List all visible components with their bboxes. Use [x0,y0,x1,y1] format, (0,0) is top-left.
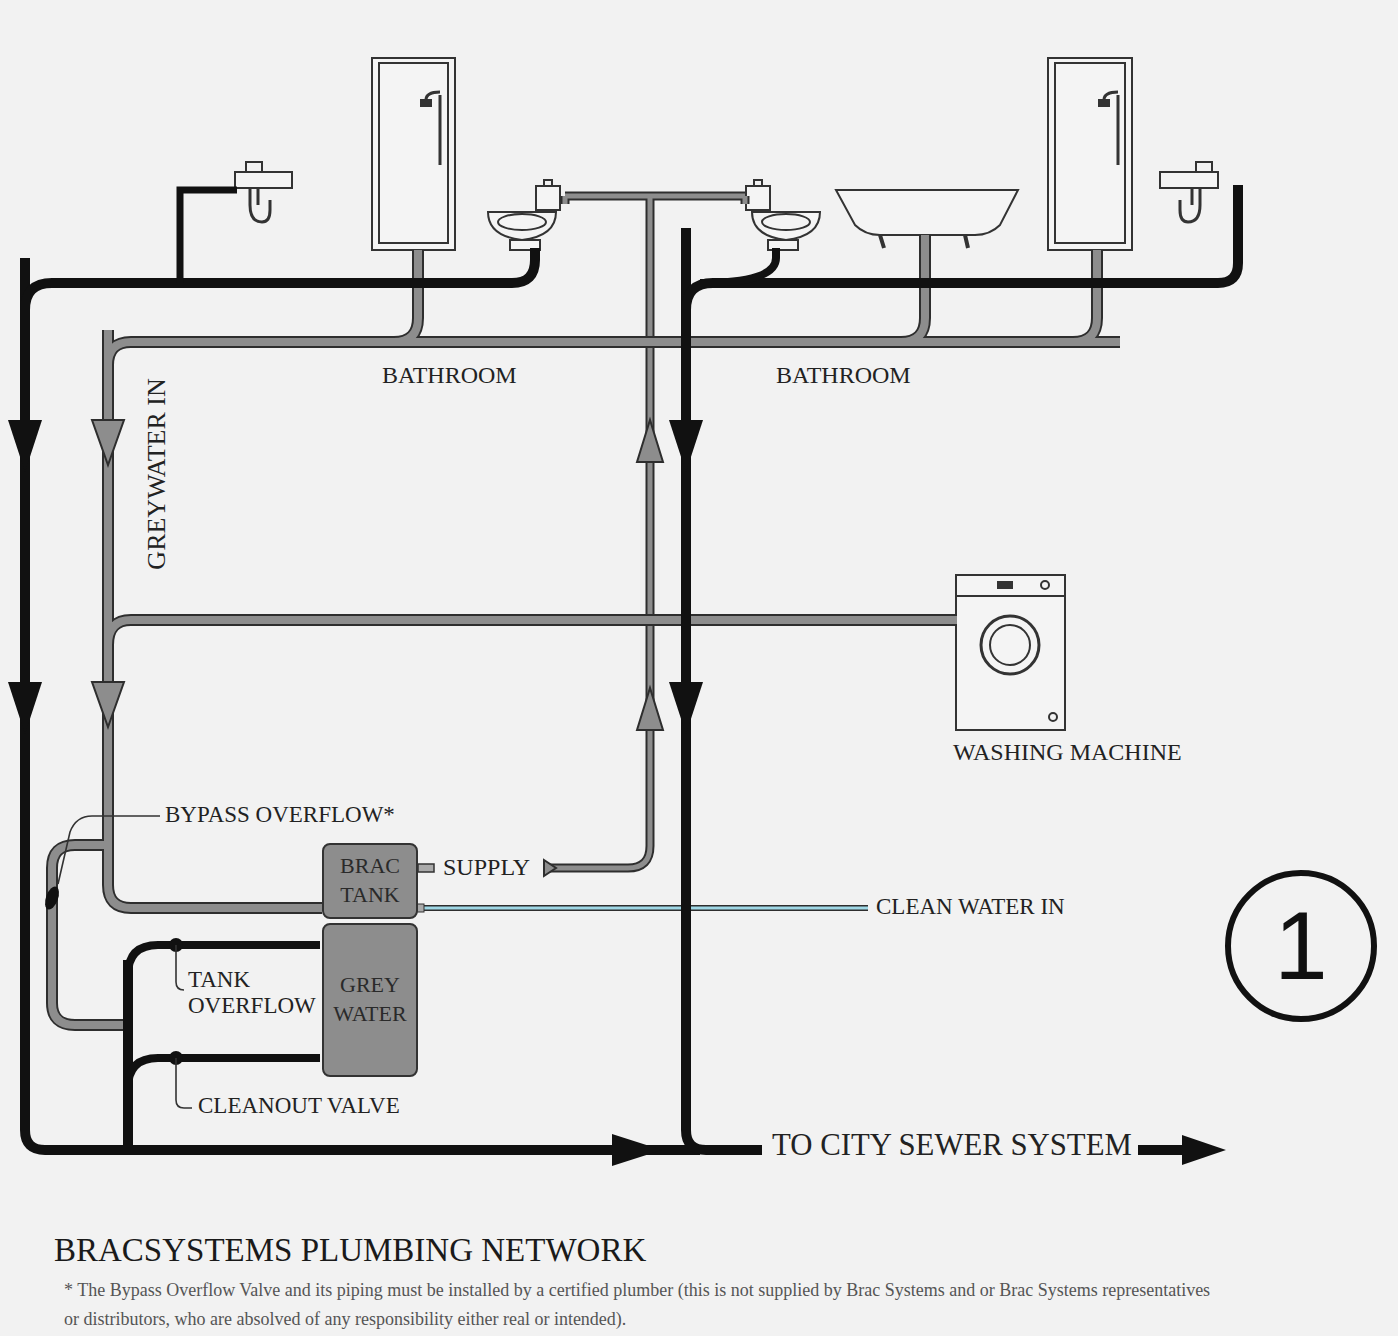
sewer-pipes-part [25,248,535,310]
valve-label: TANK OVERFLOW [188,967,318,1020]
fixtures-part [250,188,270,222]
greywater-pipes [52,235,1120,1025]
fixtures-part [498,214,546,230]
fixtures-part [235,172,292,188]
sewer-pipes-part [686,185,1238,310]
fixtures-part [1099,100,1109,106]
fixtures-part [956,575,1065,730]
leader-lines [58,816,192,1108]
fixtures-part [998,582,1012,588]
room-label: BATHROOM [776,362,911,390]
clean-water-pipe-part [420,905,868,911]
sewer-pipes-part [128,1058,320,1088]
sewer-pipes-part [700,248,776,283]
fixtures-part [379,63,448,243]
leader-lines-part [176,1058,192,1108]
greywater-pipes-part [52,235,1120,1025]
sewer-pipes-part [25,258,700,1150]
supply-pipe-part [637,420,663,462]
valve-dots-part [42,885,61,912]
fixtures-part [246,162,262,172]
leader-lines-part [58,816,160,884]
pipe-label: SUPPLY [443,854,530,882]
appliance-label: WASHING MACHINE [953,739,1182,767]
sewer-pipes [25,185,1238,1150]
sewer-arrows-part [8,682,42,734]
diagram-title: BRACSYSTEMS PLUMBING NETWORK [54,1232,646,1270]
greywater-pipes-part [52,235,1120,1025]
fixtures-part [536,186,560,210]
sewer-arrows-part [612,1134,662,1166]
node-text: 1 [1274,898,1327,994]
fixtures [235,58,1218,730]
fixtures-part [488,212,556,240]
fixtures-part [762,214,810,230]
leader-lines-part [176,945,184,990]
supply-pipe-part [544,860,556,876]
sewer-pipes-part [180,190,237,283]
supply-pipe [418,196,745,876]
greywater-pipes-part [92,682,124,727]
fixtures-part [981,616,1039,674]
fixtures-part [1180,188,1200,222]
supply-pipe-part [637,688,663,730]
sewer-arrows-part [669,682,703,734]
fixtures-part [836,190,1018,235]
pipe-label: CLEAN WATER IN [876,894,1065,920]
fixtures-part [1055,63,1125,243]
pipe-label: GREYWATER IN [142,378,172,569]
fixtures-part [1049,713,1057,721]
supply-pipe-part [548,196,745,868]
sewer-arrows-part [1182,1135,1226,1165]
fixtures-part [1196,162,1212,172]
fixtures-part [754,180,762,186]
outlet-label: TO CITY SEWER SYSTEM [772,1128,1132,1163]
footnote-caption: * The Bypass Overflow Valve and its pipi… [64,1276,1214,1334]
supply-pipe-part [548,196,745,868]
fixtures-part [1160,172,1218,188]
callout-circle: 1 [1225,870,1377,1022]
clean-water-pipe [416,904,868,912]
fixtures-part [990,625,1030,665]
node-text: GREY WATER [330,971,410,1028]
greywater-pipes-part [92,420,124,465]
fixtures-part [956,595,1065,597]
fixtures-part [421,100,431,106]
fixtures-part [544,180,552,186]
node-text: BRAC TANK [330,852,410,909]
fixtures-part [1041,581,1049,589]
room-label: BATHROOM [382,362,517,390]
fixtures-part [746,186,770,210]
sewer-arrows-part [669,420,703,472]
tank-box: GREY WATER [322,923,418,1077]
valve-label: CLEANOUT VALVE [198,1093,400,1119]
fixtures-part [1048,58,1132,250]
valve-dots [42,885,183,1065]
fixtures-part [372,58,455,250]
tank-box: BRAC TANK [322,843,418,919]
sewer-arrows-part [8,420,42,472]
sewer-pipes-part [123,960,133,1150]
fixtures-part [752,212,820,240]
sewer-arrows [8,420,1226,1166]
supply-pipe-part [418,864,434,872]
valve-label: BYPASS OVERFLOW* [165,802,395,828]
clean-water-pipe-part [420,907,868,910]
